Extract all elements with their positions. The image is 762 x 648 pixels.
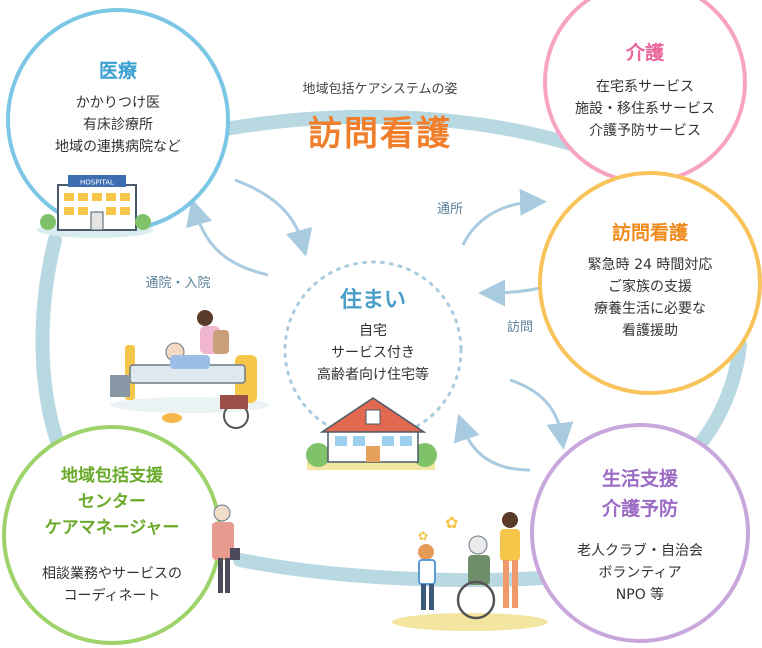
medical-title: 医療 — [98, 60, 137, 82]
arrow-commute — [461, 188, 547, 246]
arrow-to-home-from-medical — [234, 178, 313, 257]
center-title-line: ケアマネージャー — [44, 518, 180, 538]
connecting-ring — [35, 109, 747, 587]
life-title-line: 生活支援 — [601, 468, 678, 490]
center-line: コーディネート — [63, 588, 161, 604]
home-line: 自宅 — [359, 323, 387, 339]
life-line: ボランティア — [598, 565, 682, 581]
medical-text: かかりつけ医 有床診療所 地域の連携病院など — [18, 92, 218, 158]
life-line: 老人クラブ・自治会 — [577, 543, 703, 559]
nursing-title: 訪問看護 — [611, 222, 688, 244]
hospital-illustration: HOSPITAL — [37, 175, 153, 238]
visit-arrow-label: 訪問 — [506, 320, 533, 335]
center-title-line: 地域包括支援 — [61, 466, 163, 486]
nursing-circle — [538, 171, 762, 395]
care-line: 介護予防サービス — [589, 123, 701, 139]
arrow-to-life — [509, 378, 574, 450]
home-title: 住まい — [339, 288, 406, 313]
life-title: 生活支援 介護予防 — [540, 464, 740, 524]
svg-text:✿: ✿ — [418, 529, 428, 543]
svg-text:✿: ✿ — [445, 513, 458, 532]
diagram-subtitle: 地域包括ケアシステムの姿 — [302, 82, 458, 97]
care-manager-illustration — [212, 504, 240, 593]
care-line: 在宅系サービス — [596, 79, 694, 95]
nursing-line: ご家族の支援 — [608, 279, 692, 295]
arrow-to-medical-from-home — [186, 198, 269, 277]
life-circle — [530, 423, 750, 643]
medical-line: 有床診療所 — [83, 117, 153, 133]
house-illustration — [306, 397, 437, 470]
care-title: 介護 — [625, 42, 664, 64]
life-line: NPO 等 — [615, 587, 665, 603]
life-title-line: 介護予防 — [601, 498, 678, 520]
home-line: 高齢者向け住宅等 — [317, 367, 429, 383]
medical-line: かかりつけ医 — [75, 95, 161, 111]
commute-arrow-label: 通所 — [436, 202, 463, 217]
diagram-title: 訪問看護 — [308, 114, 452, 154]
center-title: 地域包括支援 センター ケアマネージャー — [12, 463, 212, 541]
nursing-line: 看護援助 — [622, 323, 678, 339]
nursing-text: 緊急時 24 時間対応 ご家族の支援 療養生活に必要な 看護援助 — [550, 254, 750, 342]
hospital-sign-text: HOSPITAL — [80, 179, 114, 187]
center-title-line: センター — [78, 492, 146, 512]
bed-care-illustration — [110, 310, 270, 429]
home-text: 自宅 サービス付き 高齢者向け住宅等 — [293, 320, 453, 386]
home-line: サービス付き — [331, 345, 415, 361]
nursing-line: 療養生活に必要な — [594, 301, 706, 317]
center-text: 相談業務やサービスの コーディネート — [12, 563, 212, 607]
arrow-from-life — [453, 413, 531, 472]
care-line: 施設・移住系サービス — [575, 101, 715, 117]
center-line: 相談業務やサービスの — [42, 566, 182, 582]
nursing-line: 緊急時 24 時間対応 — [587, 257, 713, 273]
family-wheelchair-illustration: ✿ ✿ — [392, 512, 548, 631]
care-text: 在宅系サービス 施設・移住系サービス 介護予防サービス — [545, 76, 745, 142]
hospital-arrow-label: 通院・入院 — [145, 276, 211, 291]
life-text: 老人クラブ・自治会 ボランティア NPO 等 — [540, 540, 740, 606]
medical-line: 地域の連携病院など — [55, 139, 181, 155]
